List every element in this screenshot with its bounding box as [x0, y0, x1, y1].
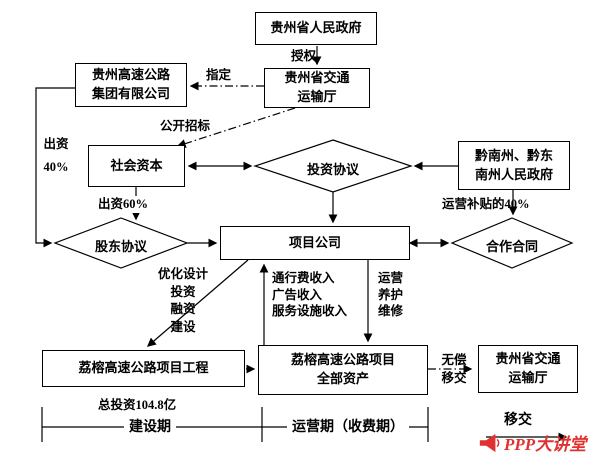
diamond-investment-agreement-shape — [253, 139, 413, 193]
node-transport-department: 贵州省交通 运输厅 — [264, 68, 370, 108]
megaphone-icon — [479, 433, 500, 452]
diamond-cooperation-contract-shape — [450, 217, 574, 269]
node-project-engineering: 荔榕高速公路项目工程 — [42, 350, 245, 387]
line-company-to-engineering — [146, 259, 249, 347]
label-operation-subsidy: 运营补贴的40% — [442, 197, 530, 211]
watermark: PPP大讲堂 — [478, 430, 586, 455]
label-contribution-40: 出资 40% — [43, 137, 69, 174]
watermark-text: PPP大讲堂 — [504, 435, 587, 454]
node-project-assets: 荔榕高速公路项目 全部资产 — [258, 345, 428, 395]
diamond-shareholder-agreement-shape — [53, 217, 189, 269]
label-construction-period: 建设期 — [124, 416, 176, 436]
label-authorize: 授权 — [291, 49, 317, 63]
diamond-cooperation-contract-label: 合作合同 — [486, 239, 539, 254]
line-contribution-40 — [35, 87, 75, 248]
node-transport-department-receiver: 贵州省交通 运输厅 — [478, 345, 578, 393]
label-total-investment: 总投资104.8亿 — [98, 398, 177, 412]
label-handover: 移交 — [502, 409, 534, 429]
label-free-transfer: 无偿 移交 — [441, 353, 467, 385]
label-operations: 运营 养护 维修 — [378, 271, 404, 318]
node-prefecture-governments: 黔南州、黔东 南州人民政府 — [458, 141, 570, 190]
label-public-bidding: 公开招标 — [160, 119, 211, 133]
node-expressway-group: 贵州高速公路 集团有限公司 — [75, 63, 187, 107]
label-revenues: 通行费收入 广告收入 服务设施收入 — [272, 271, 348, 318]
label-operation-period: 运营期（收费期） — [287, 416, 409, 436]
label-build-tasks: 优化设计 投资 融资 建设 — [157, 267, 208, 334]
node-social-capital: 社会资本 — [88, 145, 185, 187]
diamond-investment-agreement-label: 投资协议 — [307, 162, 360, 177]
label-contribution-60: 出资60% — [96, 196, 151, 213]
line-public-bidding — [176, 107, 296, 148]
node-provincial-government: 贵州省人民政府 — [255, 12, 377, 45]
node-project-company: 项目公司 — [220, 226, 410, 260]
diamond-shareholder-agreement-label: 股东协议 — [95, 239, 148, 254]
label-designate: 指定 — [206, 68, 232, 82]
